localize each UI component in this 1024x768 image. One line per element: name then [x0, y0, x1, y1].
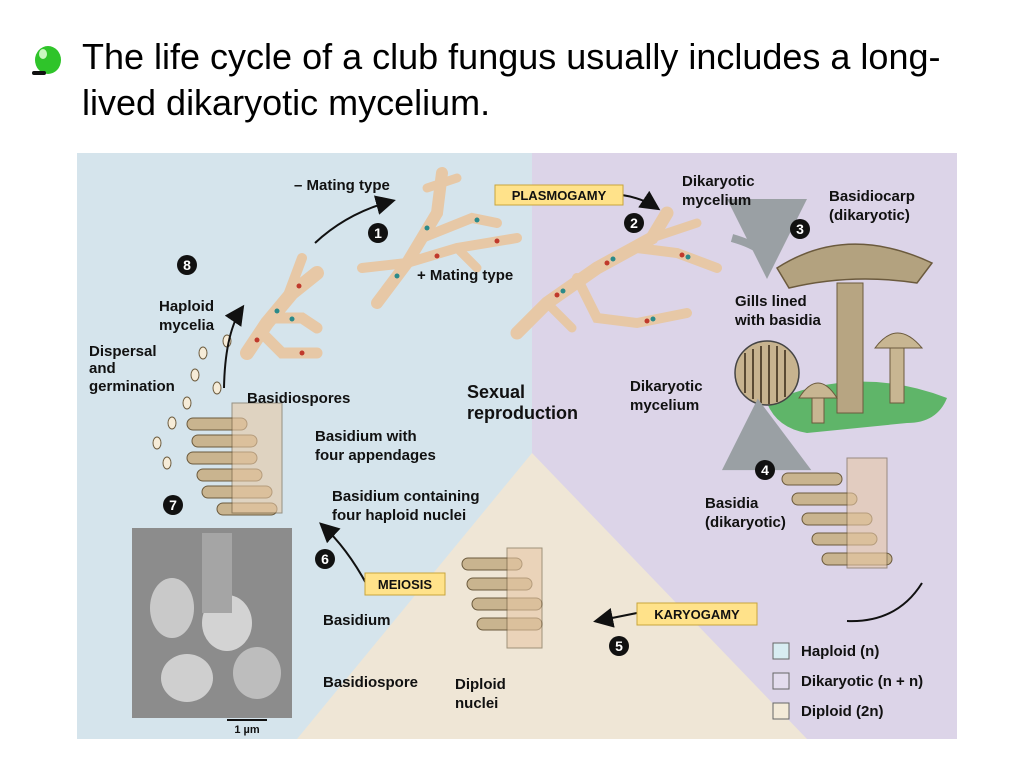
step-3: 3: [796, 221, 804, 237]
basidia-cluster-bottom: [461, 547, 543, 649]
plasmogamy-label: PLASMOGAMY: [512, 188, 607, 203]
dikaryotic-mycelium-label-1b: mycelium: [682, 192, 751, 209]
plus-mating-type-label: + Mating type: [417, 267, 513, 284]
sem-micrograph: [132, 528, 292, 718]
step-1: 1: [374, 225, 382, 241]
meiosis-label: MEIOSIS: [378, 577, 433, 592]
minus-mating-type-label: – Mating type: [294, 177, 390, 194]
legend-dikaryotic: Dikaryotic (n + n): [801, 673, 923, 690]
legend: Haploid (n) Dikaryotic (n + n) Diploid (…: [772, 642, 923, 720]
gills-label-b: with basidia: [734, 312, 822, 329]
basidiocarp-label-b: (dikaryotic): [829, 207, 910, 224]
step-8: 8: [183, 257, 191, 273]
legend-diploid: Diploid (2n): [801, 703, 884, 720]
basidiocarp-label: Basidiocarp: [829, 188, 915, 205]
legend-swatch-dikaryotic: [772, 672, 790, 690]
haploid-mycelia-label-b: mycelia: [159, 317, 215, 334]
legend-swatch-diploid: [772, 702, 790, 720]
legend-swatch-haploid: [772, 642, 790, 660]
bullet-icon: [32, 46, 61, 75]
dispersal-label-b: and: [89, 360, 116, 377]
dikaryotic-mycelium-label-2b: mycelium: [630, 397, 699, 414]
diploid-triangle: [297, 453, 807, 739]
basidiospore-label: Basidiospore: [323, 674, 418, 691]
slide-title: The life cycle of a club fungus usually …: [82, 36, 941, 123]
basidiospores-label: Basidiospores: [247, 390, 350, 407]
step-4: 4: [761, 462, 769, 478]
step-5: 5: [615, 638, 623, 654]
karyogamy-label: KARYOGAMY: [654, 607, 740, 622]
meiosis-box: [364, 572, 446, 596]
basidium-appendages-label: Basidium with: [315, 428, 417, 445]
basidium-appendages-label-b: four appendages: [315, 447, 436, 464]
dikaryotic-mycelium-label-2: Dikaryotic: [630, 378, 703, 395]
step-2: 2: [630, 215, 638, 231]
karyogamy-box: [636, 602, 758, 626]
basidia-cluster-left: [186, 402, 283, 516]
sexual-reproduction-label: Sexual: [467, 382, 525, 402]
basidium-label: Basidium: [323, 612, 391, 629]
gills-label: Gills lined: [735, 293, 807, 310]
diploid-nuclei-label-b: nuclei: [455, 695, 498, 712]
haploid-mycelia-label: Haploid: [159, 298, 214, 315]
nuclei-dots: [254, 217, 691, 356]
cycle-arrows: [223, 190, 923, 628]
dikaryotic-mycelium-hyphae: [510, 206, 722, 340]
step-markers: 1 2 3 4 5 6 7 8: [163, 213, 810, 656]
life-cycle-diagram: PLASMOGAMY MEIOSIS KARYOGAMY 1 2 3 4 5 6…: [77, 153, 957, 739]
sexual-reproduction-label-b: reproduction: [467, 403, 578, 423]
basidiocarp-mushroom: [734, 243, 947, 433]
diploid-nuclei-label: Diploid: [455, 676, 506, 693]
basidium-nuclei-label-b: four haploid nuclei: [332, 507, 466, 524]
dispersal-label: Dispersal: [89, 343, 157, 360]
dikaryotic-mycelium-label-1: Dikaryotic: [682, 173, 755, 190]
basidia-dikaryotic-label: Basidia: [705, 495, 759, 512]
step-7: 7: [169, 497, 177, 513]
legend-haploid: Haploid (n): [801, 643, 879, 660]
basidium-nuclei-label: Basidium containing: [332, 488, 480, 505]
haploid-mycelia-hyphae: [240, 167, 522, 360]
step-6: 6: [321, 551, 329, 567]
basidia-cluster-right: [781, 457, 893, 569]
scale-label: 1 µm: [234, 724, 260, 736]
dispersal-label-c: germination: [89, 378, 175, 395]
basidia-dikaryotic-label-b: (dikaryotic): [705, 514, 786, 531]
plasmogamy-box: [494, 184, 624, 206]
